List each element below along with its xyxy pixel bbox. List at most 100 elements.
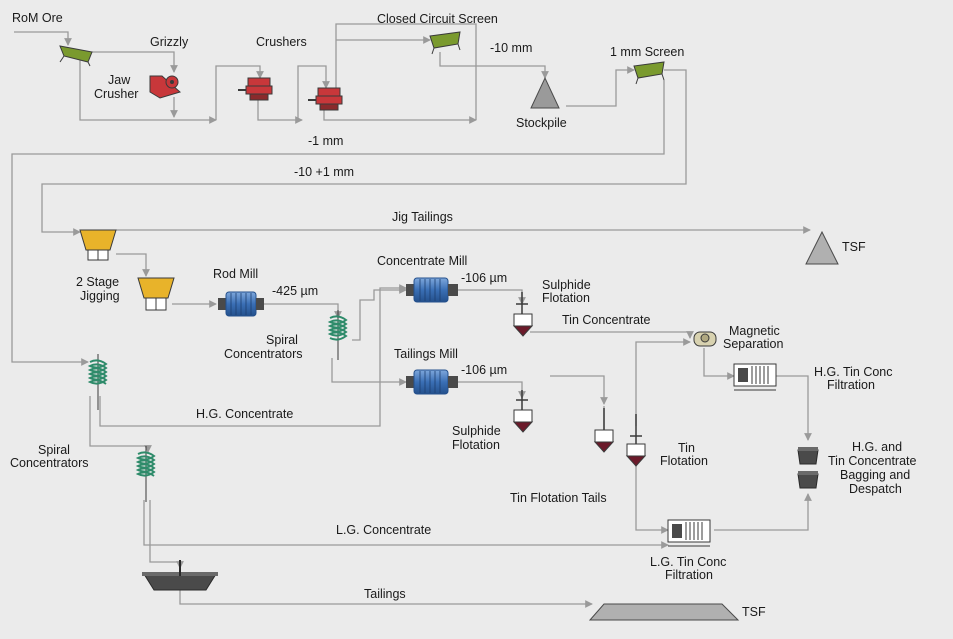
label-bagging-2: Tin Concentrate bbox=[828, 454, 917, 468]
label-minus10-plus1: -10 +1 mm bbox=[294, 165, 354, 179]
label-closed-circuit-screen: Closed Circuit Screen bbox=[377, 12, 498, 26]
stockpile-pile bbox=[530, 76, 560, 109]
line-to-cc-screen bbox=[335, 23, 477, 120]
label-rod-mill: Rod Mill bbox=[213, 267, 258, 281]
label-jig-tailings: Jig Tailings bbox=[392, 210, 453, 224]
label-jaw-crusher-2: Crusher bbox=[94, 87, 138, 101]
label-2-stage-jigging-2: Jigging bbox=[80, 289, 120, 303]
label-rom-ore: RoM Ore bbox=[12, 11, 63, 25]
line-rom-to-grizzly bbox=[14, 31, 72, 46]
line-jig1-to-jig2 bbox=[116, 253, 150, 277]
label-lg-tin-conc-filt-1: L.G. Tin Conc bbox=[650, 555, 726, 569]
spiral-concentrator-3 bbox=[135, 446, 156, 502]
label-spiral-conc-2a: Spiral bbox=[38, 443, 70, 457]
label-jaw-crusher-1: Jaw bbox=[108, 73, 131, 87]
label-minus-425: -425 µm bbox=[272, 284, 318, 298]
sulphide-flotation-cell-a bbox=[512, 292, 534, 337]
magnetic-separator bbox=[693, 331, 717, 347]
label-tin-flotation-tails: Tin Flotation Tails bbox=[510, 491, 607, 505]
label-lg-concentrate: L.G. Concentrate bbox=[336, 523, 431, 537]
label-tsf-top: TSF bbox=[842, 240, 866, 254]
label-bagging-1: H.G. and bbox=[852, 440, 902, 454]
spiral-concentrator-2 bbox=[87, 354, 108, 410]
label-bagging-3: Bagging and bbox=[840, 468, 910, 482]
line-lg-concentrate bbox=[143, 500, 669, 549]
line-crusher1-down bbox=[257, 100, 303, 124]
tin-flotation-cell-1 bbox=[593, 408, 615, 453]
label-hg-tin-conc-filt-2: Filtration bbox=[827, 378, 875, 392]
label-sulphide-flotation-b2: Flotation bbox=[452, 438, 500, 452]
label-tin-flotation-2: Flotation bbox=[660, 454, 708, 468]
tsf-pile-top bbox=[805, 230, 839, 265]
line-tailmill-to-tinflot bbox=[550, 375, 608, 405]
line-concmill-to-sfa bbox=[458, 289, 526, 305]
closed-circuit-screen bbox=[429, 31, 461, 55]
line-spiral3-to-thickener bbox=[149, 500, 184, 569]
hg-filter-press bbox=[733, 363, 777, 391]
label-sulphide-flotation-b1: Sulphide bbox=[452, 424, 501, 438]
label-sulphide-flotation-a2: Flotation bbox=[542, 291, 590, 305]
label-tin-flotation-1: Tin bbox=[678, 441, 695, 455]
label-minus-106-b: -106 µm bbox=[461, 363, 507, 377]
line-1mm-undersize bbox=[11, 80, 665, 366]
label-magnetic-sep-2: Separation bbox=[723, 337, 784, 351]
jig-2 bbox=[137, 277, 175, 311]
label-spiral-conc-1b: Concentrators bbox=[224, 347, 303, 361]
concentrate-mill bbox=[406, 277, 458, 303]
line-grizzly-to-jaw bbox=[92, 51, 178, 73]
line-crusher2-out bbox=[323, 110, 477, 124]
label-grizzly: Grizzly bbox=[150, 35, 189, 49]
line-spiral2-to-spiral3 bbox=[89, 396, 152, 453]
line-tailmill-to-sfb bbox=[458, 381, 526, 399]
label-stockpile: Stockpile bbox=[516, 116, 567, 130]
line-hg-concentrate bbox=[99, 284, 407, 427]
line-1mm-oversize bbox=[41, 69, 687, 236]
line-spiral1-to-concmill bbox=[352, 286, 407, 341]
spiral-concentrator-1 bbox=[327, 310, 348, 360]
line-to-crusher1 bbox=[215, 65, 264, 120]
label-tailings: Tailings bbox=[364, 587, 406, 601]
cone-crusher-1 bbox=[238, 77, 273, 101]
label-spiral-conc-2b: Concentrators bbox=[10, 456, 89, 470]
label-2-stage-jigging-1: 2 Stage bbox=[76, 275, 119, 289]
cone-crusher-2 bbox=[308, 87, 343, 111]
line-stockpile-to-1mm bbox=[566, 66, 635, 107]
flow-lines bbox=[11, 23, 812, 608]
line-thickener-to-tsf bbox=[179, 590, 593, 608]
line-hgfilt-to-bag bbox=[776, 375, 812, 441]
lg-filter-press bbox=[667, 519, 711, 547]
label-hg-tin-conc-filt-1: H.G. Tin Conc bbox=[814, 365, 893, 379]
line-tinflot-to-magsep bbox=[635, 338, 691, 426]
label-1mm-screen: 1 mm Screen bbox=[610, 45, 684, 59]
label-hg-concentrate: H.G. Concentrate bbox=[196, 407, 293, 421]
one-mm-screen bbox=[633, 61, 665, 85]
grizzly-screen bbox=[59, 45, 93, 67]
label-magnetic-sep-1: Magnetic bbox=[729, 324, 780, 338]
sulphide-flotation-cell-b bbox=[512, 390, 534, 433]
label-sulphide-flotation-a1: Sulphide bbox=[542, 278, 591, 292]
line-grizzly-undersize bbox=[79, 60, 217, 124]
line-spiral1-to-tailmill bbox=[331, 358, 407, 386]
label-tin-concentrate: Tin Concentrate bbox=[562, 313, 651, 327]
label-tsf-bottom: TSF bbox=[742, 605, 766, 619]
label-minus-1mm: -1 mm bbox=[308, 134, 343, 148]
tailings-mill bbox=[406, 369, 458, 395]
line-sfa-to-magsep bbox=[530, 331, 694, 339]
label-spiral-conc-1a: Spiral bbox=[266, 333, 298, 347]
label-concentrate-mill: Concentrate Mill bbox=[377, 254, 467, 268]
line-to-crusher2 bbox=[297, 65, 330, 120]
rod-mill bbox=[218, 291, 264, 317]
label-bagging-4: Despatch bbox=[849, 482, 902, 496]
label-tailings-mill: Tailings Mill bbox=[394, 347, 458, 361]
line-cc-to-stockpile bbox=[439, 52, 549, 79]
line-magsep-to-hgfilt bbox=[703, 348, 735, 380]
label-lg-tin-conc-filt-2: Filtration bbox=[665, 568, 713, 582]
jig-1 bbox=[79, 229, 117, 261]
label-minus-106-a: -106 µm bbox=[461, 271, 507, 285]
diagram-labels: RoM Ore Grizzly Jaw Crusher Crushers Clo… bbox=[10, 11, 917, 619]
bagging-bags bbox=[797, 447, 819, 489]
line-tinflot-tails bbox=[635, 466, 669, 534]
label-minus-10mm: -10 mm bbox=[490, 41, 532, 55]
line-rodmill-to-spiral bbox=[262, 303, 342, 319]
